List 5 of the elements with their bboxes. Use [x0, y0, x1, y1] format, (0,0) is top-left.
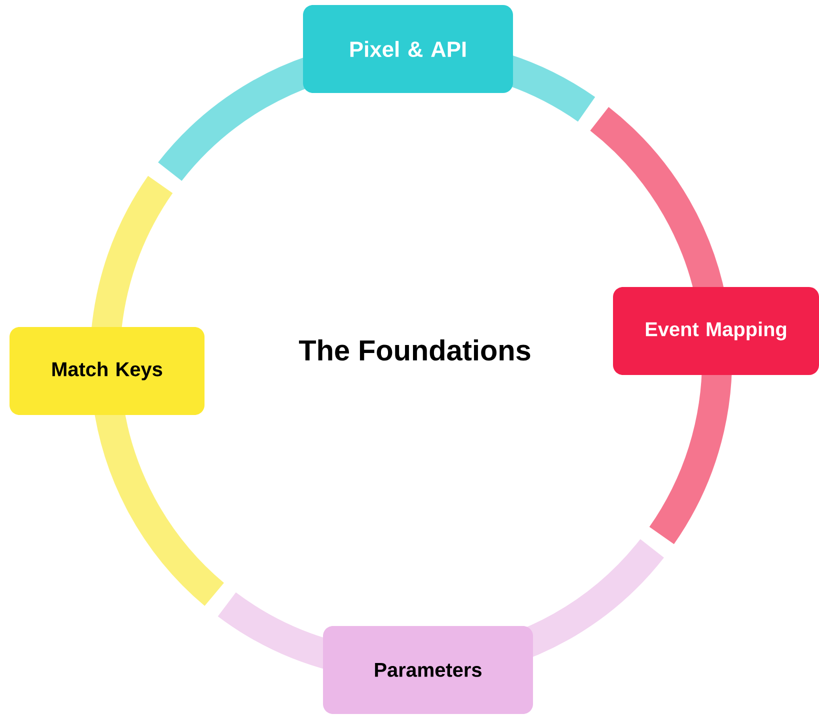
diagram-title: The Foundations: [298, 339, 530, 361]
process-box: Event Mapping: [613, 286, 819, 375]
process-box: Parameters: [323, 626, 533, 714]
process-box: Match Keys: [10, 326, 204, 415]
process-box: Pixel & API: [303, 5, 513, 93]
